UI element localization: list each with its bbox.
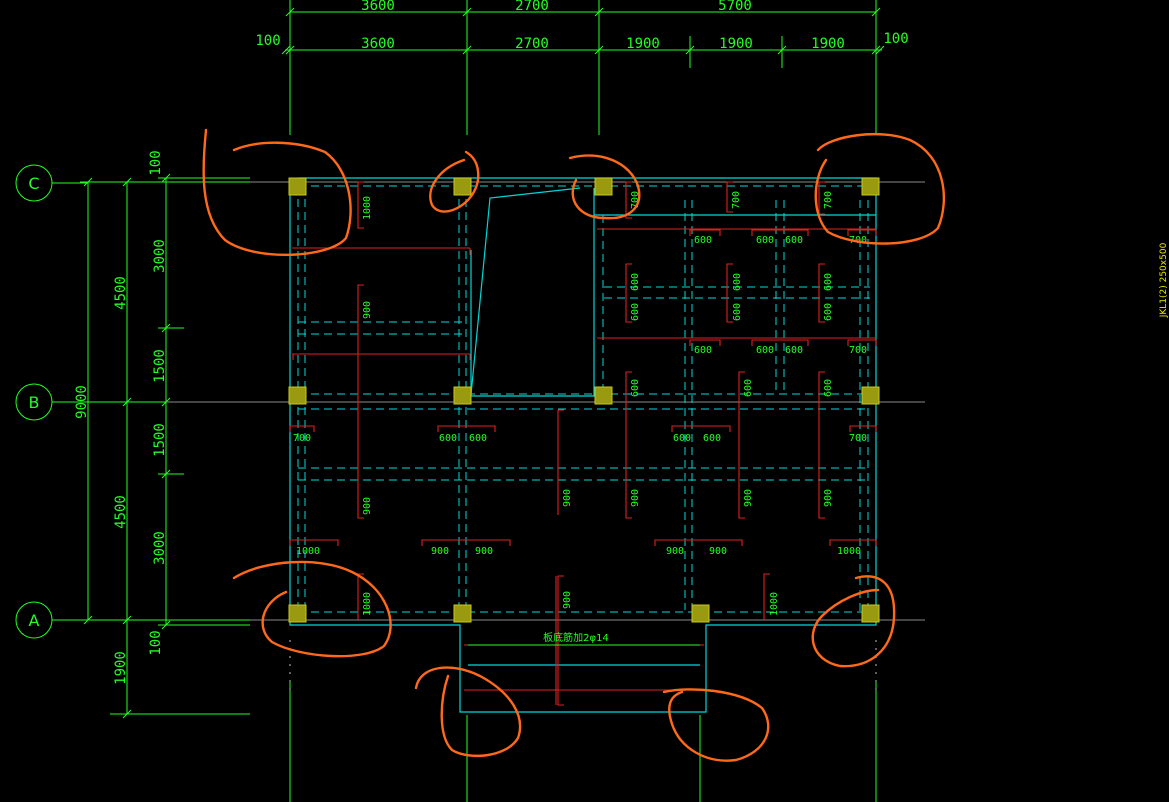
grid-bubble-b-label: B (29, 393, 40, 412)
dim-left-1500-upper: 1500 (152, 349, 168, 383)
dim-top-1900-a: 1900 (626, 36, 660, 52)
foundation-dashed-lines (297, 185, 870, 620)
label-600-h5: 600 (694, 345, 712, 356)
markup-circle-bottom-left (414, 666, 522, 757)
dim-left-3000-lower: 3000 (152, 531, 168, 565)
dim-top-1900-c: 1900 (811, 36, 845, 52)
label-600-h1: 600 (694, 235, 712, 246)
label-1000-a1: 1000 (296, 546, 320, 557)
grid-bubble-b[interactable]: B (15, 383, 88, 421)
dim-left-4500-upper: 4500 (113, 276, 129, 310)
column-a3 (691, 604, 710, 623)
extension-lines-vertical (289, 0, 877, 802)
column-c3 (594, 177, 613, 196)
label-1000-c1: 1000 (362, 196, 373, 220)
label-900-v6: 900 (823, 489, 834, 507)
side-beam-label: JKL1(2) 250x500 (1159, 242, 1169, 318)
label-600-h2: 600 (756, 235, 774, 246)
dim-left-3000-upper: 3000 (152, 239, 168, 273)
grid-bubble-a[interactable]: A (15, 601, 88, 639)
dim-top-2700: 2700 (515, 36, 549, 52)
dim-top-outer-2700: 2700 (515, 0, 549, 14)
label-600-v2: 600 (630, 303, 641, 321)
label-600-v7: 600 (630, 379, 641, 397)
grid-bubble-c[interactable]: C (15, 164, 88, 202)
columns (288, 177, 880, 623)
markup-circle-c3 (568, 154, 641, 220)
label-1000-a7: 1000 (362, 592, 373, 616)
foundation-outline (289, 177, 877, 713)
label-900-v3: 900 (562, 489, 573, 507)
label-600-b3: 600 (469, 433, 487, 444)
dim-top-100-right: 100 (883, 31, 908, 47)
label-900-a8: 900 (562, 591, 573, 609)
label-900-a2: 900 (431, 546, 449, 557)
markup-circle-c4 (814, 132, 945, 245)
label-600-v5: 600 (823, 273, 834, 291)
dim-top-outer-5700: 5700 (718, 0, 752, 14)
label-600-v1: 600 (630, 273, 641, 291)
column-c4 (861, 177, 880, 196)
label-900-a4: 900 (666, 546, 684, 557)
markup-circle-c2 (429, 150, 480, 213)
top-dimension-lines (281, 7, 885, 55)
label-600-v8: 600 (743, 379, 754, 397)
grid-bubble-a-label: A (29, 611, 40, 630)
markup-circle-bottom-right (662, 688, 770, 762)
label-600-h7: 600 (785, 345, 803, 356)
label-600-h6: 600 (756, 345, 774, 356)
label-700-h8: 700 (849, 345, 867, 356)
column-b4 (861, 386, 880, 405)
label-1000-a6: 1000 (837, 546, 861, 557)
label-600-v9: 600 (823, 379, 834, 397)
dim-top-outer-3600: 3600 (361, 0, 395, 14)
beam-strips (289, 181, 877, 706)
label-700-c4: 700 (731, 191, 742, 209)
dim-top-100-left: 100 (255, 33, 280, 49)
column-c2 (453, 177, 472, 196)
column-b1 (288, 386, 307, 405)
column-b2 (453, 386, 472, 405)
dim-top-3600: 3600 (361, 36, 395, 52)
label-900-v5: 900 (743, 489, 754, 507)
rebar-annotation-text: 板底筋加2φ14 (543, 631, 609, 644)
grid-bubble-c-label: C (28, 174, 39, 193)
rebar-annotation: 板底筋加2φ14 (468, 631, 700, 646)
label-700-b1: 700 (293, 433, 311, 444)
label-900-vert-1: 900 (362, 301, 373, 319)
label-600-b4: 600 (673, 433, 691, 444)
dim-left-4500-lower: 4500 (113, 495, 129, 529)
column-a4 (861, 604, 880, 623)
dim-left-100-a: 100 (148, 630, 164, 655)
label-700-c3: 700 (630, 191, 641, 209)
label-600-v4: 600 (732, 303, 743, 321)
dim-left-100-c: 100 (148, 150, 164, 175)
markup-circle-a1 (232, 560, 392, 658)
label-900-a5: 900 (709, 546, 727, 557)
column-b3 (594, 386, 613, 405)
label-900-v4: 900 (630, 489, 641, 507)
axis-lines (166, 181, 925, 621)
dim-left-1900: 1900 (113, 651, 129, 685)
markup-circle-c1 (202, 128, 352, 256)
beam-labels: 1000 900 700 700 700 600 600 600 700 600… (293, 191, 867, 616)
dim-top-1900-b: 1900 (719, 36, 753, 52)
label-600-b2: 600 (439, 433, 457, 444)
column-c1 (288, 177, 307, 196)
label-1000-a9: 1000 (769, 592, 780, 616)
column-a1 (288, 604, 307, 623)
label-600-b5: 600 (703, 433, 721, 444)
dim-left-1500-lower: 1500 (152, 423, 168, 457)
label-600-v6: 600 (823, 303, 834, 321)
markup-circles (202, 128, 945, 762)
label-700-b6: 700 (849, 433, 867, 444)
column-a2 (453, 604, 472, 623)
label-700-c5: 700 (823, 191, 834, 209)
label-900-v2: 900 (362, 497, 373, 515)
label-600-h3: 600 (785, 235, 803, 246)
markup-circle-a4 (811, 575, 896, 668)
label-600-v3: 600 (732, 273, 743, 291)
label-900-a3: 900 (475, 546, 493, 557)
